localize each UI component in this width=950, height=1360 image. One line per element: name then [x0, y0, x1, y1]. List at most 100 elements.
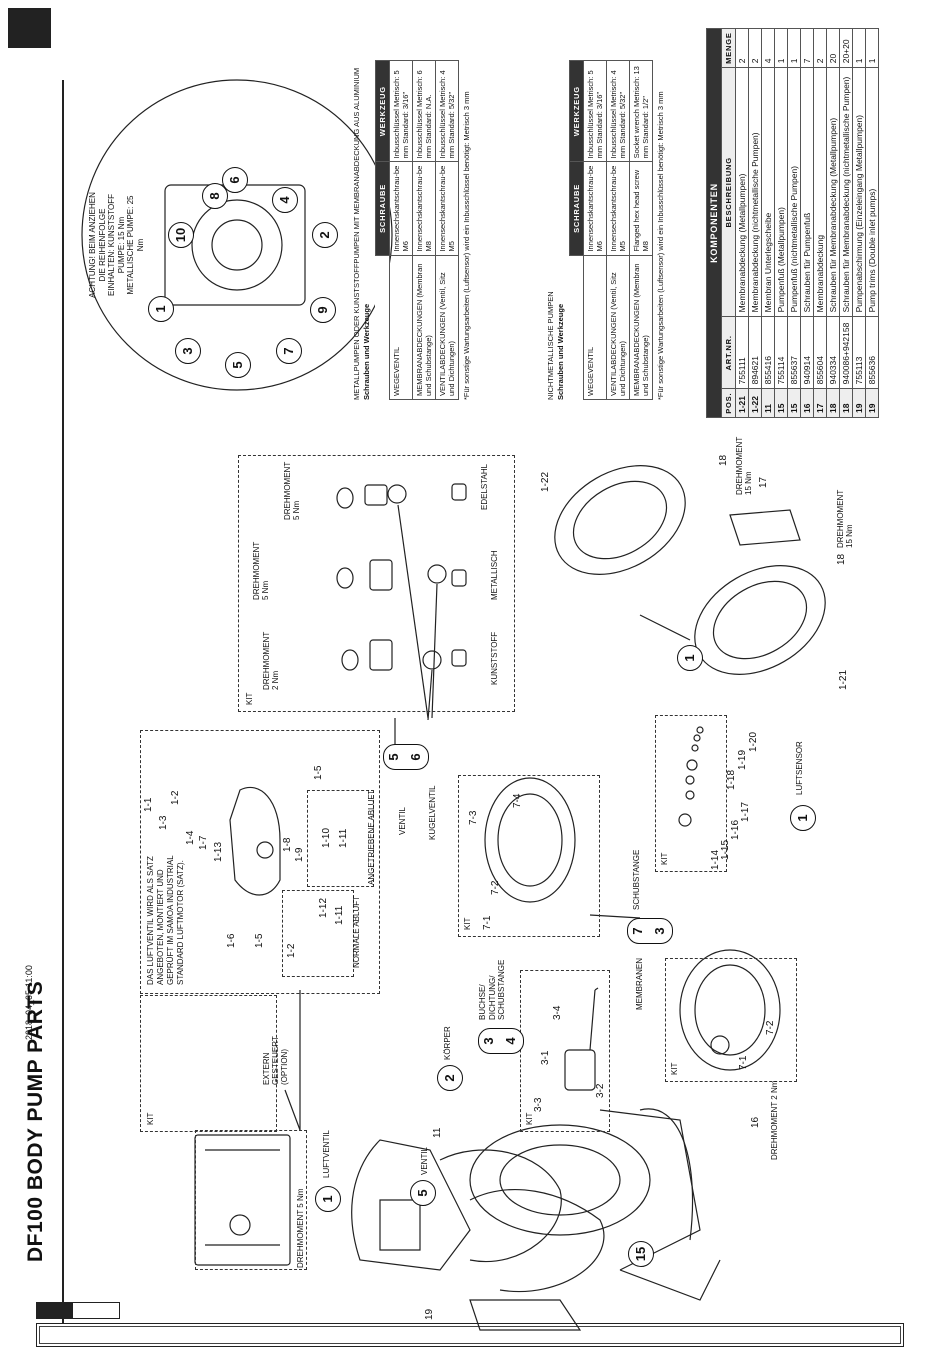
label-3-3: 3-3 — [533, 1097, 544, 1112]
label-korper: KÖRPER — [443, 1026, 452, 1060]
torque-seq-8: 8 — [202, 183, 228, 209]
callout-pumpenfuss: 15 — [628, 1241, 654, 1267]
luftventil-kit-box — [195, 1130, 307, 1270]
components-col-artnr: ART.NR. — [721, 316, 736, 389]
valve-kit-box — [238, 455, 515, 712]
callout-covers: 1 — [677, 645, 703, 671]
torque-seq-5: 5 — [225, 352, 251, 378]
table-row: MEMBRANABDECKUNGEN (Membran und Schubsta… — [412, 60, 435, 400]
label-kit-membrane-2: KIT — [463, 917, 472, 930]
label-drehmoment-15-a: DREHMOMENT 15 Nm — [735, 436, 753, 495]
label-7-2: 7-2 — [765, 1020, 776, 1035]
label-7-2-upper: 7-2 — [490, 880, 501, 895]
label-1-2: 1-2 — [170, 790, 181, 805]
table-metal-footnote: *Für sonstige Wartungsarbeiten (Luftsens… — [461, 91, 471, 400]
label-membranen: MEMBRANEN — [635, 957, 644, 1010]
label-1-13: 1-13 — [213, 841, 224, 862]
torque-seq-9: 9 — [310, 297, 336, 323]
normale-abluft-box — [282, 890, 354, 977]
label-7-3: 7-3 — [468, 810, 479, 825]
label-18a: 18 — [718, 454, 729, 466]
table-metal-block: METALLPUMPEN ODER KUNSTSTOFFPUMPEN MIT M… — [352, 60, 471, 400]
label-1-4: 1-4 — [185, 830, 196, 845]
label-1-12: 1-12 — [318, 897, 329, 918]
torque-seq-3: 3 — [175, 338, 201, 364]
corner-tab — [8, 8, 51, 48]
label-part-19: 19 — [424, 1308, 435, 1320]
label-drehmoment-15-b: DREHMOMENT 15 Nm — [836, 489, 854, 548]
components-title: KOMPONENTEN — [706, 28, 722, 418]
label-3-2: 3-2 — [595, 1083, 606, 1098]
label-1-8: 1-8 — [282, 837, 293, 852]
label-1-11: 1-11 — [338, 828, 349, 848]
label-drehmoment-5nm: DREHMOMENT 5 Nm — [296, 1188, 305, 1268]
label-1-2b: 1-2 — [286, 943, 297, 958]
label-edelstahl: EDELSTAHL — [480, 463, 489, 510]
label-metallisch: METALLISCH — [490, 550, 499, 600]
table-row: MEMBRANABDECKUNGEN (Membran und Schubsta… — [629, 60, 652, 400]
label-1-22: 1-22 — [540, 471, 551, 492]
table-metal-col-schraube: SCHRAUBE — [375, 161, 389, 256]
label-luftsensor: LUFTSENSOR — [795, 741, 804, 795]
label-drehmoment-2nm: DREHMOMENT 2 Nm — [770, 1080, 779, 1160]
label-part-16: 16 — [750, 1116, 761, 1128]
torque-warning: ACHTUNG! BEIM ANZIEHEN DIE REIHENFOLGE E… — [88, 192, 145, 298]
label-17: 17 — [758, 476, 769, 488]
label-1-17: 1-17 — [740, 801, 751, 822]
label-1-1: 1-1 — [143, 797, 154, 812]
label-7-1-upper: 7-1 — [482, 915, 493, 930]
label-1-21: 1-21 — [838, 669, 849, 690]
components-block: KOMPONENTEN POS. ART.NR. BESCHREIBUNG ME… — [706, 28, 879, 418]
label-1-10: 1-10 — [321, 827, 332, 848]
components-col-beschreibung: BESCHREIBUNG — [721, 67, 736, 317]
label-drehmoment-5a: DREHMOMENT 5 Nm — [252, 541, 270, 600]
torque-seq-1: 1 — [148, 296, 174, 322]
table-metal-subheading: Schrauben und Werkzeuge — [361, 303, 371, 400]
label-1-6: 1-6 — [226, 933, 237, 948]
label-buchse: BUCHSE/ DICHTUNG/ SCHUBSTANGE — [478, 959, 507, 1020]
label-drehmoment-2: DREHMOMENT 2 Nm — [262, 631, 280, 690]
angetriebene-abluft-box — [307, 790, 374, 887]
label-18b: 18 — [836, 553, 847, 565]
table-metal-col-werkzeug: WERKZEUG — [375, 60, 389, 162]
air-valve-note: DAS LUFTVENTIL WIRD ALS SATZ ANGEBOTEN, … — [146, 855, 185, 985]
label-1-11b: 1-11 — [334, 905, 345, 925]
membrane-kit-box-lower — [665, 958, 797, 1082]
label-3-1: 3-1 — [540, 1050, 551, 1065]
label-ventil: VENTIL — [420, 1146, 429, 1175]
label-1-7: 1-7 — [198, 835, 209, 850]
air-valve-kit-box — [140, 730, 380, 994]
membrane-kit-box-upper — [458, 775, 600, 937]
label-kit-sensor: KIT — [660, 852, 669, 865]
label-part-11: 11 — [432, 1127, 443, 1138]
header-rule — [62, 80, 64, 1330]
label-kit-valve: KIT — [245, 692, 254, 705]
footer-bar — [36, 1323, 904, 1347]
label-7-1: 7-1 — [738, 1055, 749, 1070]
label-kit-1: KIT — [146, 1112, 155, 1125]
label-kit-membrane: KIT — [670, 1062, 679, 1075]
label-1-19: 1-19 — [737, 749, 748, 770]
label-1-18: 1-18 — [726, 769, 737, 790]
table-nonmetal-heading: NICHTMETALLISCHE PUMPEN — [546, 291, 555, 400]
label-1-16: 1-16 — [730, 819, 741, 840]
label-1-20: 1-20 — [748, 731, 759, 752]
components-col-menge: MENGE — [721, 28, 736, 68]
components-col-pos: POS. — [721, 388, 736, 418]
label-1-5: 1-5 — [313, 765, 324, 780]
label-1-15: 1-15 — [720, 839, 731, 860]
